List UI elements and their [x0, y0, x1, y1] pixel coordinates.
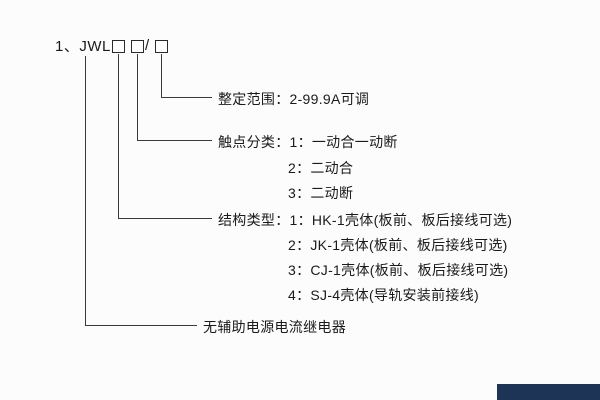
structure-type-option: 2：JK-1壳体(板前、板后接线可选)	[288, 237, 508, 253]
contact-type-label: 触点分类：1：一动合一动断	[218, 134, 398, 150]
contact-type-option: 2：二动合	[288, 160, 354, 176]
connector-vline-product	[85, 56, 86, 325]
watermark-badge	[497, 384, 600, 400]
model-number-line: 1、JWL -	[55, 36, 126, 55]
setting-range-label: 整定范围：2-99.9A可调	[218, 91, 370, 107]
code-box-contact	[131, 40, 144, 53]
contact-type-option: 3：二动断	[288, 185, 354, 201]
structure-type-option: 4：SJ-4壳体(导轨安装前接线)	[288, 287, 479, 303]
connector-hline-contact-type	[137, 140, 212, 141]
product-name-label: 无辅助电源电流继电器	[203, 319, 346, 335]
connector-vline-contact-type	[137, 54, 138, 140]
structure-type-label: 结构类型：1：HK-1壳体(板前、板后接线可选)	[218, 212, 513, 228]
connector-vline-structure-type	[118, 54, 119, 218]
structure-type-option: 3：CJ-1壳体(板前、板后接线可选)	[288, 262, 509, 278]
connector-vline-setting-range	[161, 54, 162, 97]
connector-hline-structure-type	[118, 218, 212, 219]
connector-hline-setting-range	[161, 97, 212, 98]
code-box-range	[155, 40, 168, 53]
model-separator: /	[145, 37, 150, 54]
connector-hline-product	[85, 325, 197, 326]
model-prefix: 1、JWL -	[55, 37, 121, 55]
code-box-structure	[112, 40, 125, 53]
